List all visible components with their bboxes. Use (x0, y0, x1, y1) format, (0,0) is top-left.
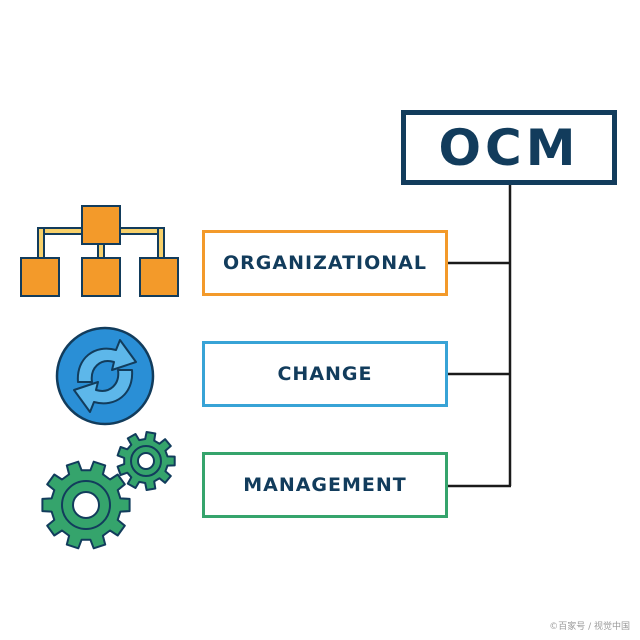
management-box: MANAGEMENT (202, 452, 448, 518)
ocm-title-box: OCM (401, 110, 617, 185)
big-gear (41, 460, 131, 550)
refresh-arrows-icon (55, 326, 155, 426)
org-chart-icon (20, 205, 179, 297)
organizational-label: ORGANIZATIONAL (223, 252, 427, 274)
gears-icon (41, 431, 176, 550)
small-gear (116, 431, 176, 491)
watermark: ©百家号 / 视觉中国 (549, 622, 630, 632)
change-label: CHANGE (277, 363, 373, 385)
change-box: CHANGE (202, 341, 448, 407)
small-gear-hole (137, 452, 155, 470)
ocm-title: OCM (438, 118, 580, 177)
connector-lines (448, 185, 512, 488)
management-label: MANAGEMENT (243, 474, 407, 496)
organizational-box: ORGANIZATIONAL (202, 230, 448, 296)
big-gear-hole (72, 491, 100, 519)
